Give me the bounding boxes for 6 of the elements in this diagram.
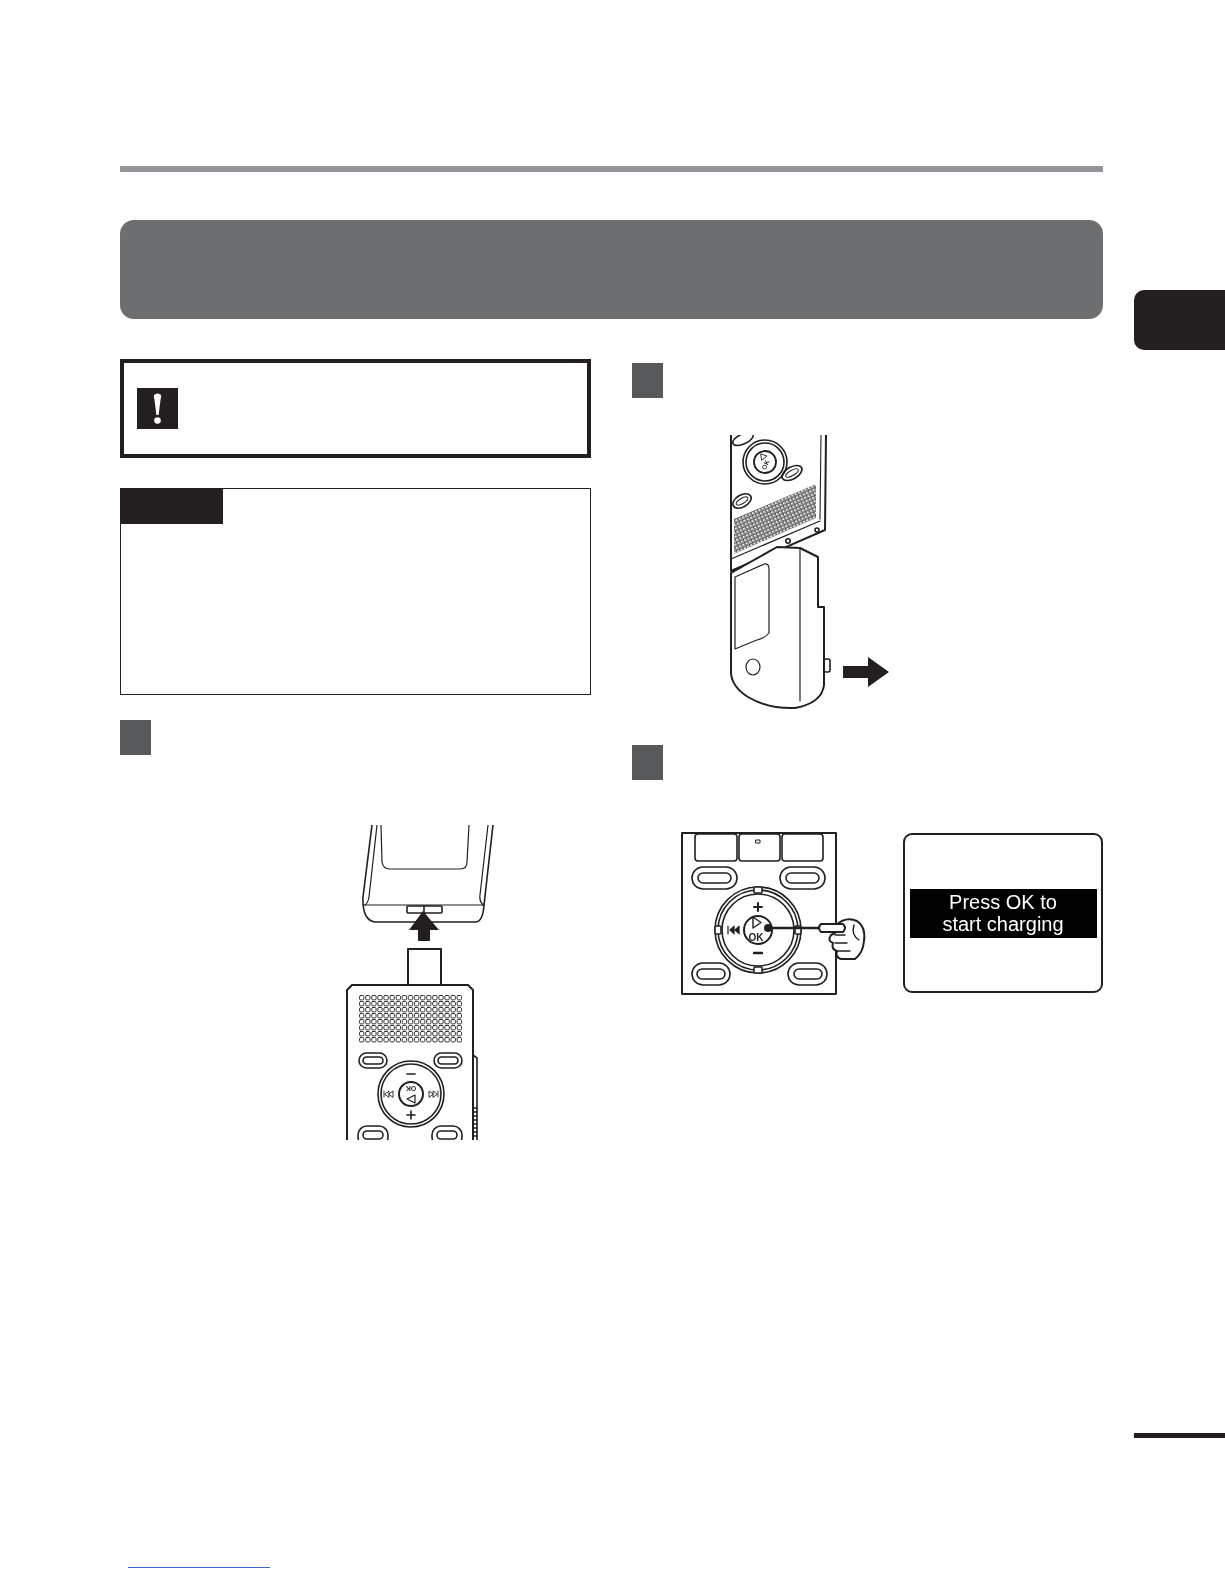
button-label: OK — [748, 933, 764, 943]
display-screen — [903, 833, 1103, 993]
section-tab — [1134, 290, 1225, 350]
display-message: Press OK to start charging — [909, 888, 1097, 938]
title-band — [120, 220, 1103, 319]
note-tab — [120, 488, 223, 524]
